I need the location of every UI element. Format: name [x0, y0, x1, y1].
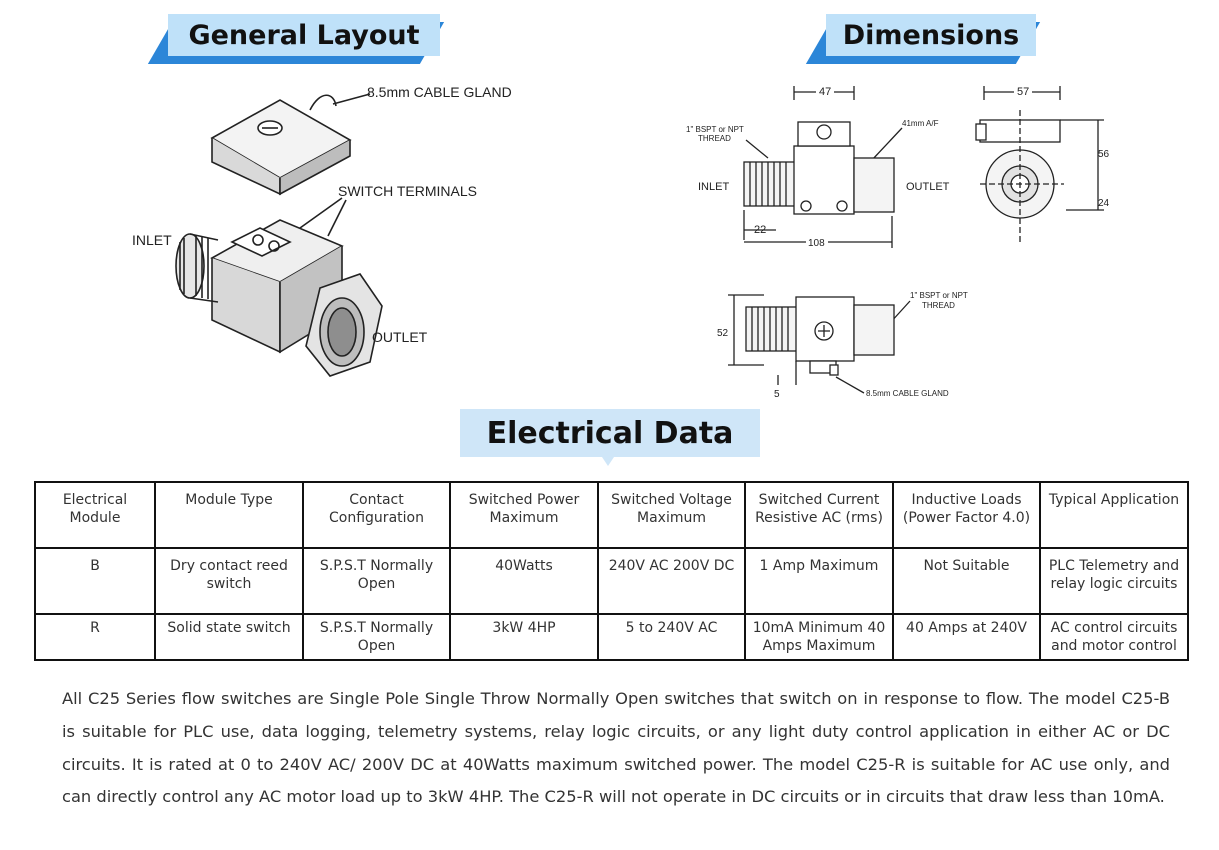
table-cell: Dry contact reed switch	[154, 547, 304, 615]
table-row: R Solid state switch S.P.S.T Normally Op…	[34, 613, 1189, 661]
side-view-body	[743, 121, 895, 215]
dim-24-label: 24	[1098, 198, 1110, 209]
inlet-label: INLET	[132, 232, 172, 248]
inlet-thread	[175, 233, 219, 303]
table-header-row: Electrical Module Module Type Contact Co…	[34, 481, 1189, 549]
header-module-type: Module Type	[154, 481, 304, 549]
outlet-label: OUTLET	[372, 329, 428, 345]
dimensions-top-drawing: 47 1" BSPT or NPT THREAD 41mm A/F INLET …	[686, 84, 1110, 249]
table-cell: 5 to 240V AC	[597, 613, 746, 661]
cable-gland-leader	[332, 93, 371, 105]
dim-5-label: 5	[774, 389, 780, 400]
thread-bottom-line2: THREAD	[922, 301, 955, 310]
dim-108-label: 108	[808, 238, 825, 249]
dim-56-label: 56	[1098, 149, 1110, 160]
thread-bottom-line1: 1" BSPT or NPT	[910, 291, 968, 300]
dim-22-label: 22	[754, 224, 766, 236]
general-layout-banner: General Layout	[147, 14, 445, 64]
dimensions-bottom-drawing: 52 1" BSPT or NPT THREAD 5 8.5mm CABLE G…	[716, 291, 968, 400]
header-typical-application: Typical Application	[1039, 481, 1189, 549]
table-cell: 10mA Minimum 40 Amps Maximum	[744, 613, 894, 661]
switch-terminals-label: SWITCH TERMINALS	[338, 183, 477, 199]
table-cell: 1 Amp Maximum	[744, 547, 894, 615]
table-cell: S.P.S.T Normally Open	[302, 547, 451, 615]
header-switched-current: Switched Current Resistive AC (rms)	[744, 481, 894, 549]
table-cell: 40Watts	[449, 547, 599, 615]
header-switched-power: Switched Power Maximum	[449, 481, 599, 549]
terminal-leader-1	[299, 197, 343, 229]
dimensions-title: Dimensions	[842, 19, 1020, 51]
dim-52-label: 52	[717, 328, 729, 339]
top-view-body	[745, 296, 895, 376]
af-label: 41mm A/F	[902, 119, 939, 128]
cable-gland-dim-label: 8.5mm CABLE GLAND	[866, 389, 949, 398]
header-switched-voltage: Switched Voltage Maximum	[597, 481, 746, 549]
table-cell: Not Suitable	[892, 547, 1041, 615]
table-cell: 3kW 4HP	[449, 613, 599, 661]
thread-top-line1: 1" BSPT or NPT	[686, 125, 744, 134]
table-cell: PLC Telemetry and relay logic circuits	[1039, 547, 1189, 615]
electrical-data-banner: Electrical Data	[460, 409, 760, 466]
table-cell: 240V AC 200V DC	[597, 547, 746, 615]
cable-gland-cover	[210, 94, 352, 196]
thread-top-line2: THREAD	[698, 134, 731, 143]
terminal-leader-2	[327, 199, 347, 237]
table-cell: Solid state switch	[154, 613, 304, 661]
header-inductive-loads: Inductive Loads (Power Factor 4.0)	[892, 481, 1041, 549]
electrical-data-table: Electrical Module Module Type Contact Co…	[34, 481, 1189, 661]
electrical-data-title: Electrical Data	[486, 415, 734, 451]
end-view	[975, 110, 1064, 242]
table-cell: S.P.S.T Normally Open	[302, 613, 451, 661]
description-paragraph: All C25 Series flow switches are Single …	[62, 689, 1170, 807]
outlet-dim-label: OUTLET	[906, 181, 950, 193]
switch-body	[210, 219, 344, 354]
dim-47-label: 47	[819, 86, 831, 98]
dimensions-banner: Dimensions	[805, 14, 1041, 64]
header-contact-configuration: Contact Configuration	[302, 481, 451, 549]
table-cell: AC control circuits and motor control	[1039, 613, 1189, 661]
inlet-dim-label: INLET	[698, 181, 729, 193]
table-row: B Dry contact reed switch S.P.S.T Normal…	[34, 547, 1189, 615]
general-layout-title: General Layout	[188, 19, 420, 51]
dim-57-label: 57	[1017, 86, 1029, 98]
table-cell: B	[34, 547, 156, 615]
table-cell: 40 Amps at 240V	[892, 613, 1041, 661]
header-electrical-module: Electrical Module	[34, 481, 156, 549]
outlet-hex	[305, 273, 383, 377]
cable-gland-label: 8.5mm CABLE GLAND	[367, 84, 512, 100]
general-layout-drawing: 8.5mm CABLE GLAND SWITCH TERMINALS INLET…	[132, 84, 512, 377]
table-cell: R	[34, 613, 156, 661]
